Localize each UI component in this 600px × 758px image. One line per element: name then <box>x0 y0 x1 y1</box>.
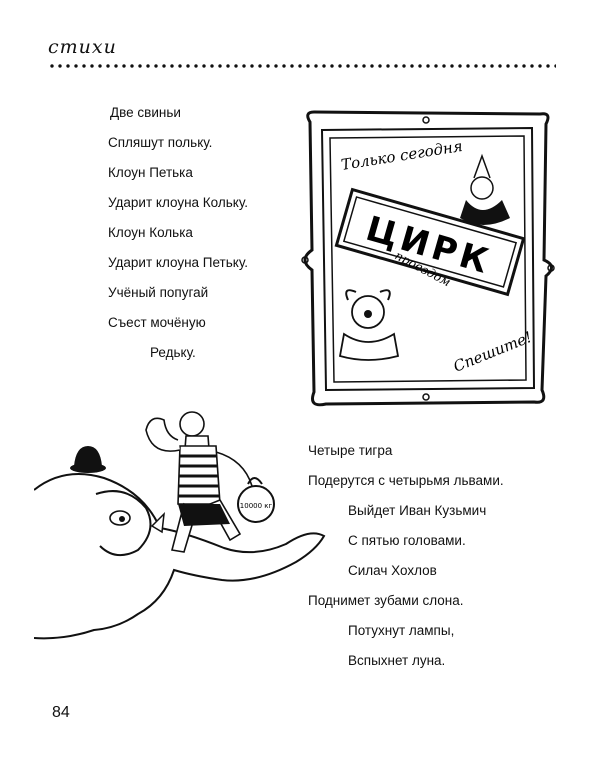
elephant-strongman-illustration: 10000 кг <box>34 411 326 640</box>
poem-line: Выйдет Иван Кузьмич <box>348 503 487 518</box>
poem-line: Силач Хохлов <box>348 563 437 578</box>
poem-one: Две свиньи Спляшут польку. Клоун Петька … <box>108 98 248 368</box>
poem-line: Редьку. <box>150 345 196 360</box>
poem-line: Вспыхнет луна. <box>348 653 446 668</box>
poster-text-top: Только сегодня <box>340 137 464 174</box>
kettlebell-label: 10000 кг <box>240 502 273 510</box>
poem-line: Клоун Петька <box>108 165 193 180</box>
poem-line: Съест мочёную <box>108 315 206 330</box>
poem-line: Ударит клоуна Петьку. <box>108 255 248 270</box>
poem-two: Четыре тигра Подерутся с четырьмя львами… <box>308 436 504 676</box>
strongman-drawing: 10000 кг <box>145 411 275 553</box>
poem-line: Спляшут польку. <box>108 135 213 150</box>
poem-line: С пятью головами. <box>348 533 466 548</box>
poem-line: Учёный попугай <box>108 285 209 300</box>
poem-line: Потухнут лампы, <box>348 623 455 638</box>
dotted-divider <box>48 63 556 69</box>
circus-poster-illustration: Только сегодня ЦИРК проездом Спешите! <box>301 110 555 407</box>
poem-line: Четыре тигра <box>308 443 393 458</box>
clown-juggler-drawing <box>460 153 510 225</box>
clown-face-drawing <box>338 289 400 361</box>
poem-line: Подерутся с четырьмя львами. <box>308 473 504 488</box>
poem-line: Ударит клоуна Кольку. <box>108 195 248 210</box>
poem-line: Поднимет зубами слона. <box>308 593 464 608</box>
poem-line: Клоун Колька <box>108 225 193 240</box>
poem-line: Две свиньи <box>110 105 181 120</box>
poster-text-bottom: Спешите! <box>451 328 535 376</box>
section-header: стихи <box>48 36 117 58</box>
page-number: 84 <box>52 704 70 721</box>
